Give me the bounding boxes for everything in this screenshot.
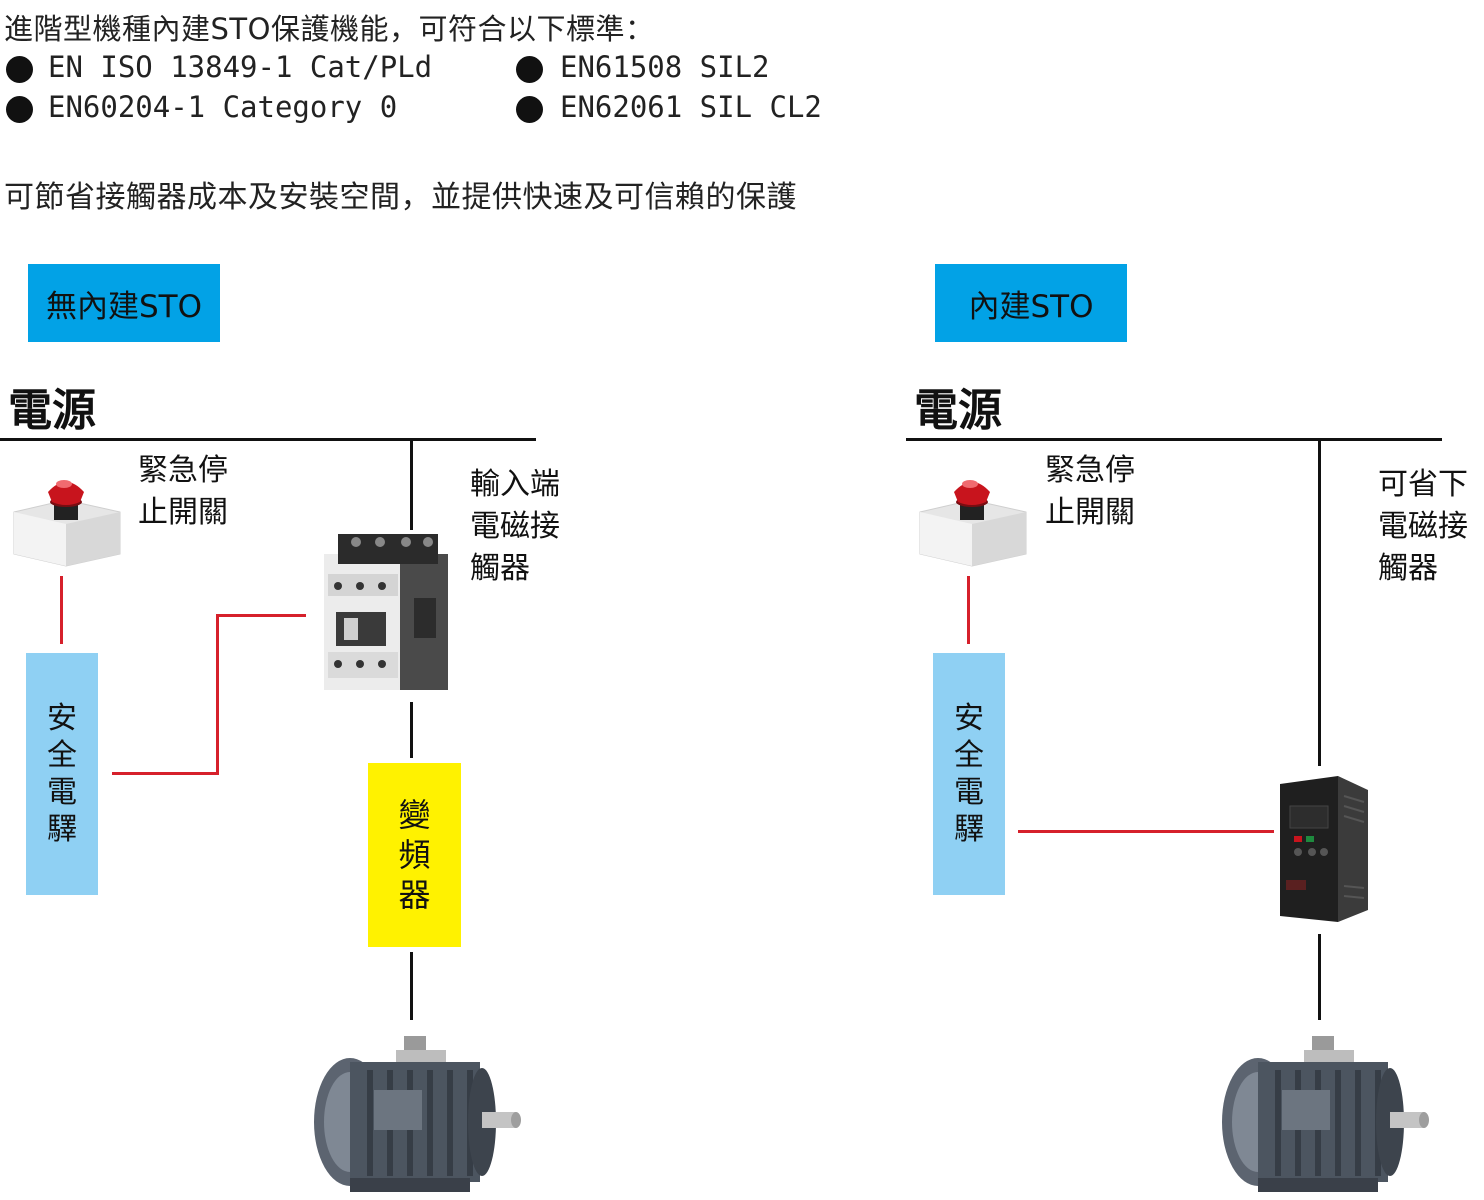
bullet-icon — [6, 56, 33, 83]
contactor-to-vfd-line — [410, 702, 413, 758]
bullet-icon — [6, 96, 33, 123]
safety-relay-box: 安 全 電 驛 — [26, 653, 98, 895]
estop-wire — [967, 576, 970, 644]
tag-no-sto: 無內建STO — [28, 264, 220, 342]
bullet-icon — [516, 96, 543, 123]
intro-text: 進階型機種內建STO保護機能，可符合以下標準： — [4, 12, 655, 46]
power-label: 電源 — [8, 385, 96, 436]
relay-char: 安 — [47, 701, 77, 736]
emergency-stop-icon — [13, 480, 121, 567]
power-label: 電源 — [914, 385, 1002, 436]
bullet-icon — [516, 56, 543, 83]
vfd-to-motor-line — [410, 952, 413, 1020]
supply-line — [410, 438, 413, 530]
standard-item: EN60204-1 Category 0 — [48, 90, 398, 124]
relay-wire — [112, 772, 219, 775]
standard-item: EN61508 SIL2 — [560, 50, 770, 84]
relay-char: 驛 — [47, 812, 77, 847]
relay-char: 電 — [47, 775, 77, 810]
vfd-to-motor-line — [1318, 934, 1321, 1020]
standard-item: EN62061 SIL CL2 — [560, 90, 822, 124]
motor-icon — [1222, 1036, 1429, 1192]
vfd-char: 器 — [398, 876, 431, 914]
relay-wire — [216, 614, 306, 617]
relay-char: 安 — [954, 701, 984, 736]
supply-line — [1318, 438, 1321, 766]
safety-relay-box: 安 全 電 驛 — [933, 653, 1005, 895]
estop-label: 緊急停 止開關 — [138, 453, 228, 530]
power-bus-line — [906, 438, 1442, 441]
benefit-text: 可節省接觸器成本及安裝空間，並提供快速及可信賴的保護 — [4, 180, 797, 215]
standard-item: EN ISO 13849-1 Cat/PLd — [48, 50, 433, 84]
relay-char: 全 — [954, 738, 984, 773]
relay-char: 全 — [47, 738, 77, 773]
relay-char: 驛 — [954, 812, 984, 847]
motor-icon — [314, 1036, 521, 1192]
estop-label: 緊急停 止開關 — [1045, 453, 1135, 530]
relay-char: 電 — [954, 775, 984, 810]
tag-built-in-sto: 內建STO — [935, 264, 1127, 342]
power-bus-line — [0, 438, 536, 441]
vfd-char: 變 — [398, 796, 431, 834]
estop-wire — [60, 576, 63, 644]
vfd-char: 頻 — [398, 836, 431, 874]
saving-label: 可省下 電磁接 觸器 — [1378, 467, 1468, 586]
relay-wire — [216, 615, 219, 775]
inverter-icon — [1280, 776, 1368, 922]
sto-wire — [1018, 830, 1274, 833]
emergency-stop-icon — [919, 480, 1027, 567]
contactor-icon — [324, 534, 448, 690]
inverter-box: 變 頻 器 — [368, 763, 461, 947]
contactor-label: 輸入端 電磁接 觸器 — [470, 467, 560, 586]
